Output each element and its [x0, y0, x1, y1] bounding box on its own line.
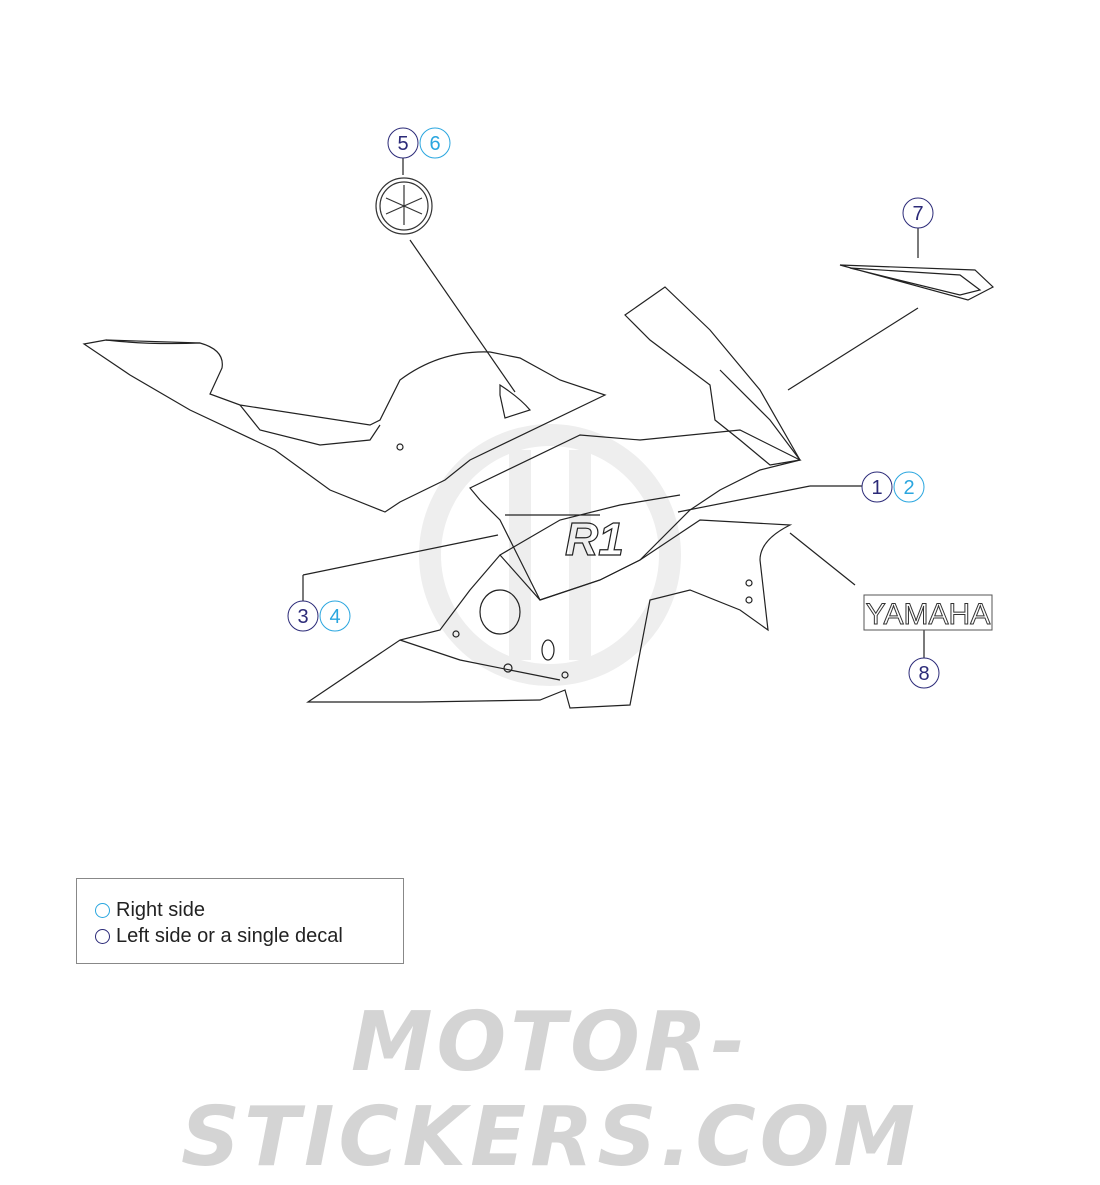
callout-6[interactable]: 6 [419, 127, 451, 159]
callout-3[interactable]: 3 [287, 600, 319, 632]
callout-1[interactable]: 1 [861, 471, 893, 503]
svg-text:7: 7 [912, 203, 923, 225]
callout-4[interactable]: 4 [319, 600, 351, 632]
svg-text:8: 8 [918, 663, 929, 685]
yamaha-emblem-decal [375, 177, 433, 235]
yamaha-text-decal: YAMAHA [866, 598, 990, 631]
svg-text:2: 2 [903, 477, 914, 499]
circle-icon-left [95, 928, 110, 944]
yamaha-text-decal-frame [863, 594, 993, 631]
lower-fairing [306, 519, 793, 709]
callout-5[interactable]: 5 [387, 127, 419, 159]
motorcycle-bodywork: R1 [82, 156, 995, 709]
circle-icon-right [95, 902, 110, 918]
svg-text:3: 3 [297, 606, 308, 628]
legend-right-label: Right side [116, 898, 205, 921]
upper-cowl [624, 286, 801, 466]
svg-text:4: 4 [329, 606, 340, 628]
legend-left-label: Left side or a single decal [116, 924, 343, 947]
r1-decal: R1 [565, 513, 624, 565]
tail-section [82, 339, 607, 513]
callout-8[interactable]: 8 [908, 657, 940, 689]
callout-2[interactable]: 2 [893, 471, 925, 503]
legend-right-side: Right side [95, 897, 403, 923]
svg-text:6: 6 [429, 133, 440, 155]
background-logo [419, 424, 681, 686]
callout-7[interactable]: 7 [902, 197, 934, 229]
svg-text:5: 5 [397, 133, 408, 155]
legend-left-side: Left side or a single decal [95, 923, 403, 949]
parts-diagram: R1 YAMAHA 5 6 7 1 2 3 4 8 [82, 127, 995, 709]
decal-7 [839, 264, 995, 301]
svg-text:1: 1 [871, 477, 882, 499]
legend: Right side Left side or a single decal [76, 878, 404, 964]
watermark: MOTOR-STICKERS.COM [180, 995, 920, 1185]
